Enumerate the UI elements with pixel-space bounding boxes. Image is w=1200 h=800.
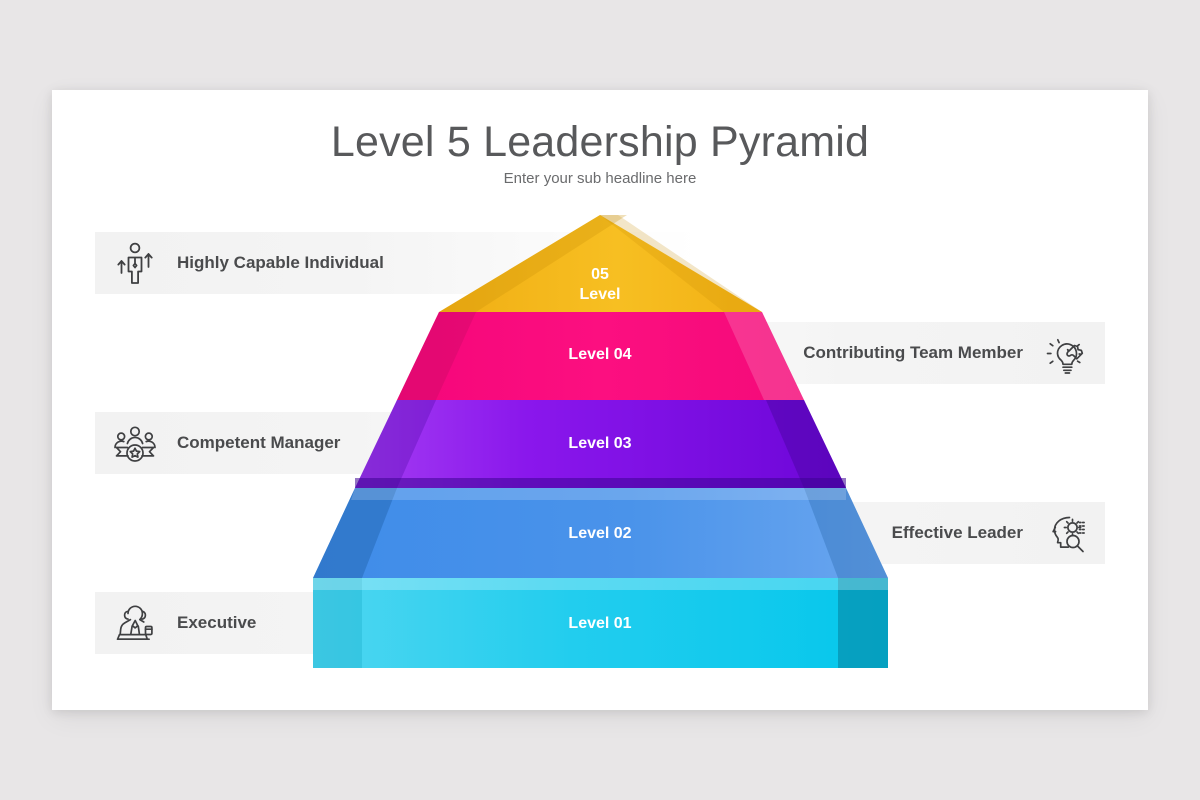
person-growth-arrows-icon bbox=[109, 237, 161, 289]
lightbulb-puzzle-icon bbox=[1039, 327, 1091, 379]
label-text-effective-leader: Effective Leader bbox=[891, 523, 1023, 542]
label-text-highly-capable-individual: Highly Capable Individual bbox=[177, 253, 384, 272]
label-band-competent-manager[interactable]: Competent Manager bbox=[95, 412, 700, 474]
label-text-executive: Executive bbox=[177, 613, 257, 632]
head-gear-magnifier-icon bbox=[1039, 507, 1091, 559]
page-subtitle: Enter your sub headline here bbox=[503, 170, 697, 187]
label-text-competent-manager: Competent Manager bbox=[177, 433, 341, 452]
slide-card: Level 5 Leadership Pyramid Enter your su… bbox=[52, 90, 1148, 710]
executive-desk-icon bbox=[109, 597, 161, 649]
label-text-contributing-team-member: Contributing Team Member bbox=[803, 343, 1023, 362]
label-band-executive[interactable]: Executive bbox=[95, 592, 700, 654]
label-band-contributing-team-member[interactable]: Contributing Team Member bbox=[500, 322, 1105, 384]
page-title: Level 5 Leadership Pyramid bbox=[330, 118, 870, 166]
label-band-effective-leader[interactable]: Effective Leader bbox=[500, 502, 1105, 564]
label-band-highly-capable-individual[interactable]: Highly Capable Individual bbox=[95, 232, 700, 294]
team-star-badge-icon bbox=[109, 417, 161, 469]
